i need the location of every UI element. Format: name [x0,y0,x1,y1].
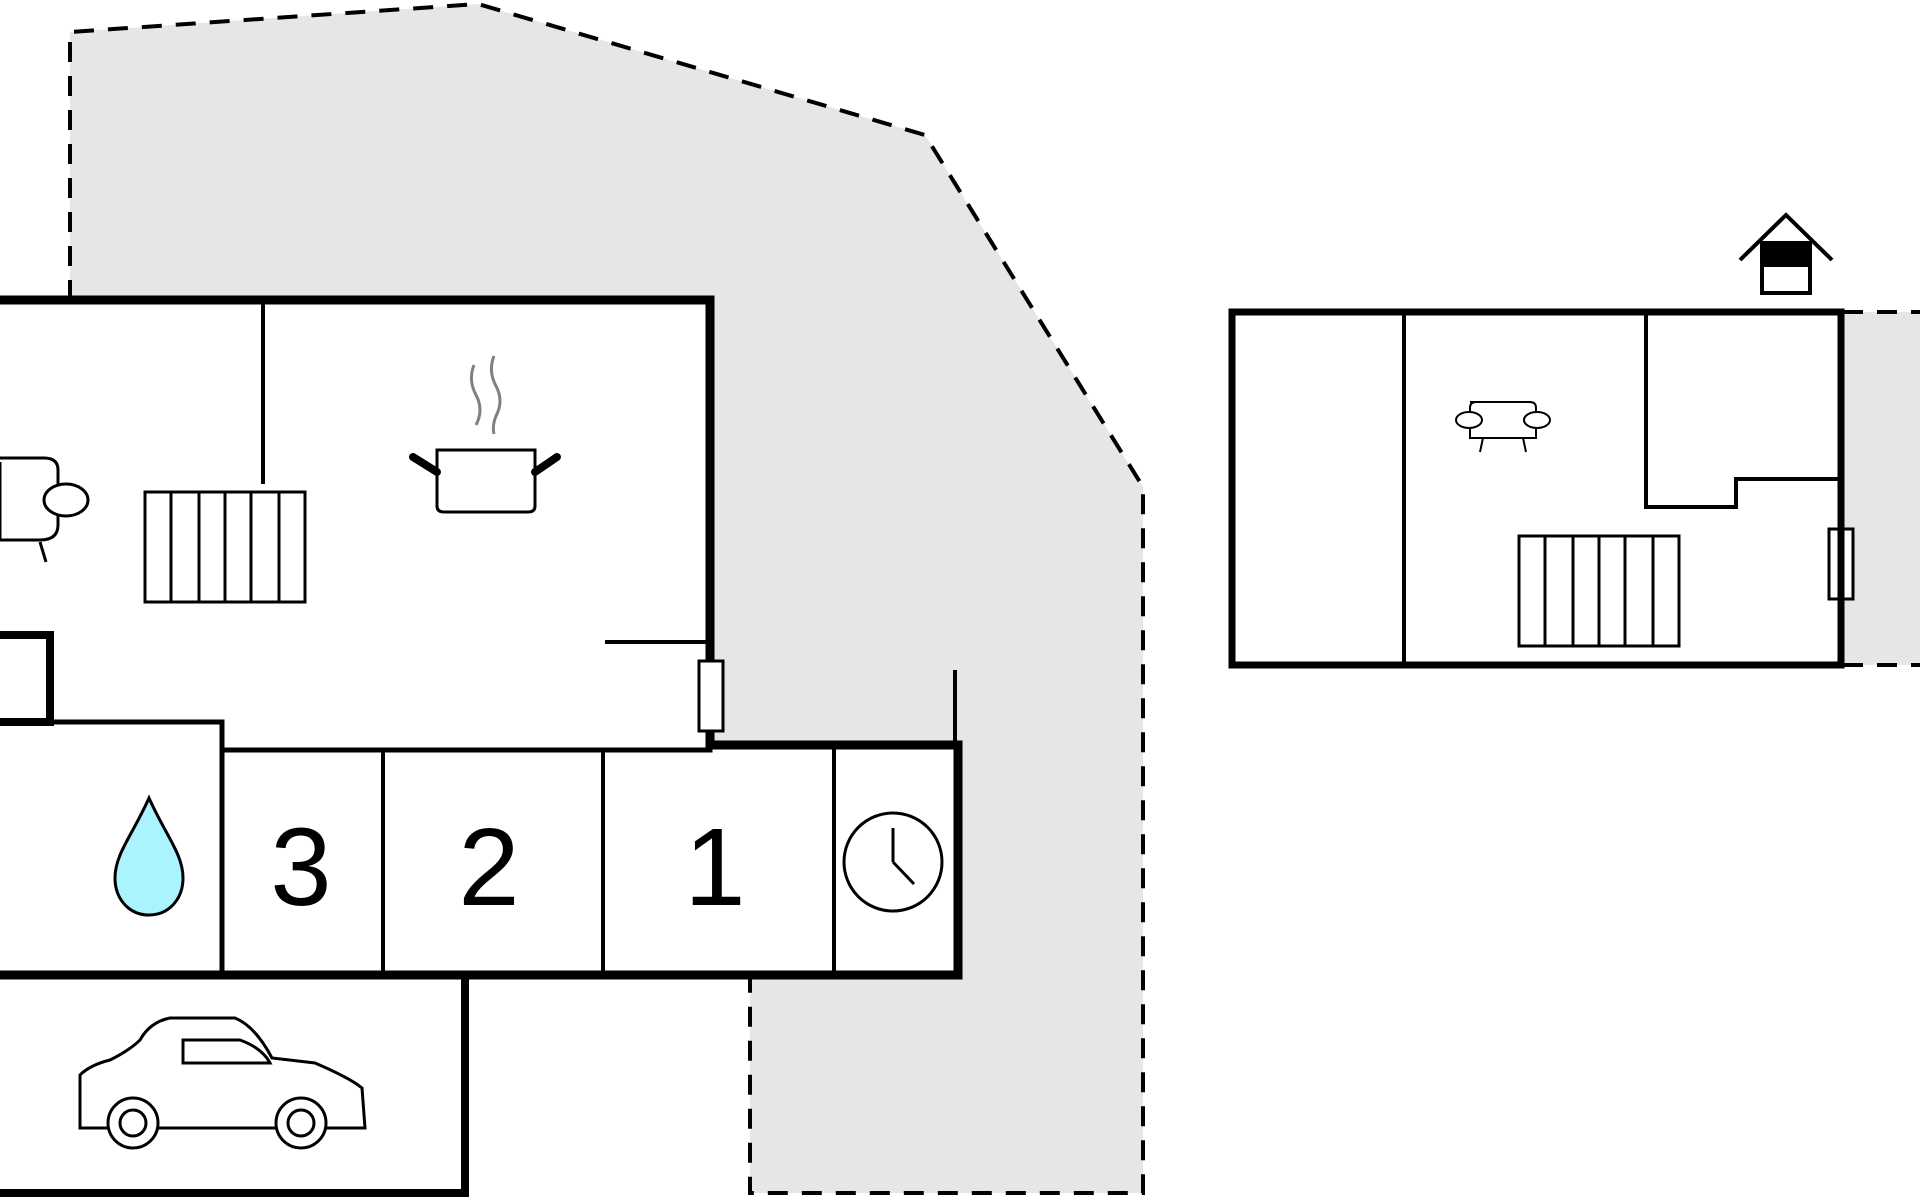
sofa-icon [0,456,90,563]
terrace-area-right [1843,310,1920,667]
car-icon [78,1016,367,1150]
radiator-icon [143,490,307,604]
main-building-walls [0,295,963,1197]
cooking-pot-icon [409,355,561,514]
water-drop-icon [113,794,185,917]
room-number-2: 2 [458,806,519,929]
sofa-icon [1455,401,1551,453]
room-number-3: 3 [270,806,331,929]
annex-building-walls [1228,308,1845,669]
terrace-area-main [68,1,1145,1195]
door-marker [697,659,725,733]
house-icon [1738,212,1834,295]
room-number-1: 1 [684,806,745,929]
radiator-icon [1517,534,1681,648]
clock-icon [842,811,944,913]
